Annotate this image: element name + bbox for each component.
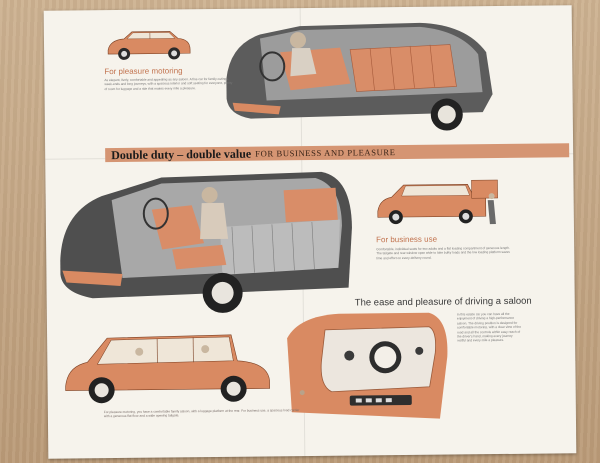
cutaway-load-space-illustration	[60, 171, 352, 313]
business-body-text: Comfortable, individual seats for two ad…	[376, 245, 510, 261]
small-car-illustration-top	[107, 31, 191, 60]
footer-caption: For pleasure motoring, you have a comfor…	[103, 408, 300, 419]
punch-hole	[299, 390, 305, 396]
pleasure-heading: For pleasure motoring	[104, 66, 183, 77]
side-view-car-illustration	[65, 334, 270, 404]
brochure-sheet: For pleasure motoring As elegant, lively…	[43, 5, 577, 459]
pleasure-body-text: As elegant, lively, comfortable and appe…	[104, 76, 233, 91]
saloon-body-text: In this estate car you can have all the …	[456, 311, 521, 343]
headline-banner: Double duty – double value for business …	[105, 143, 570, 163]
headline: Double duty – double value	[111, 146, 252, 162]
cutaway-interior-illustration-top	[226, 22, 493, 131]
tagline: for business and pleasure	[255, 147, 396, 159]
dashboard-illustration	[287, 312, 448, 419]
tailgate-open-car-illustration	[377, 179, 498, 225]
business-heading: For business use	[376, 234, 438, 245]
